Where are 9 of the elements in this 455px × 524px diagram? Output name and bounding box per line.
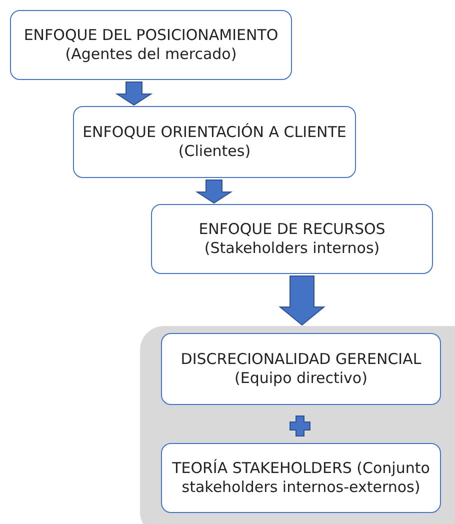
- process-box: ENFOQUE DEL POSICIONAMIENTO (Agentes del mercado): [10, 10, 292, 80]
- process-box: DISCRECIONALIDAD GERENCIAL (Equipo directivo): [161, 333, 441, 405]
- block-arrow: [115, 82, 153, 106]
- process-box: ENFOQUE DE RECURSOS (Stakeholders internos): [151, 204, 433, 274]
- process-box: TEORÍA STAKEHOLDERS (Conjunto stakeholders internos-externos): [161, 443, 441, 513]
- block-arrow: [278, 276, 326, 326]
- process-box: ENFOQUE ORIENTACIÓN A CLIENTE (Clientes): [73, 106, 356, 178]
- block-arrow: [195, 180, 233, 204]
- group-panel: [140, 326, 455, 524]
